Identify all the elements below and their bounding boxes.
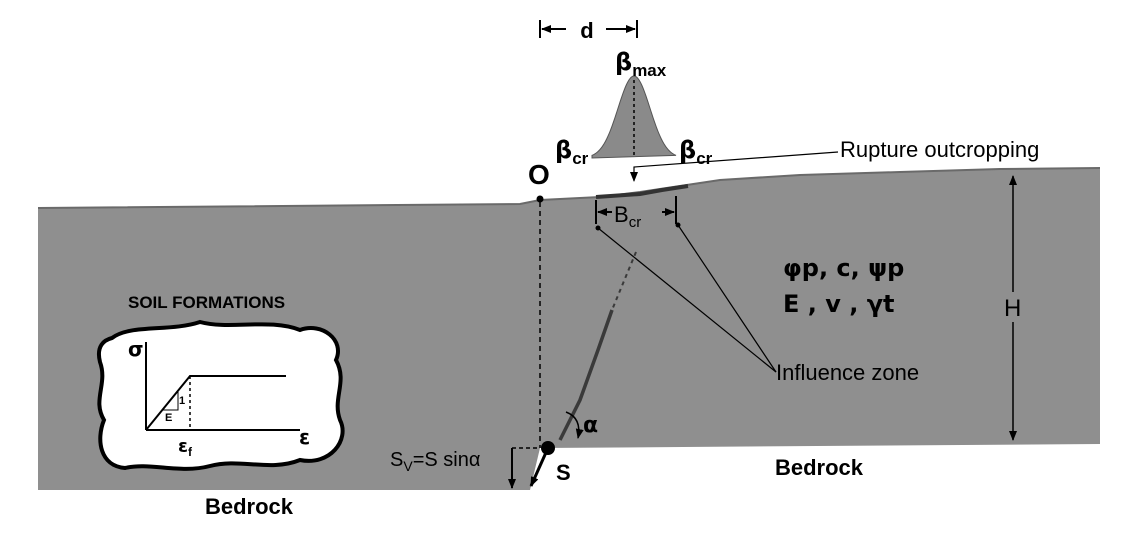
beta-max-label: βmax xyxy=(615,48,667,80)
sv-equation: SV=S sinα xyxy=(390,449,480,474)
fault-rupture-lower xyxy=(558,309,614,441)
bcr-label: Bcr xyxy=(614,202,641,231)
bedrock-label-right: Bedrock xyxy=(775,455,864,480)
inset-epsilon-label: ε xyxy=(299,425,310,449)
inset-slope-one: 1 xyxy=(179,395,185,407)
influence-point-left xyxy=(595,225,601,231)
inset-epsilon-f-label: εf xyxy=(178,436,193,459)
soil-params-row1: φp, c, ψp xyxy=(783,254,904,282)
soil-formations-cloud xyxy=(97,319,345,471)
inset-slope-E: E xyxy=(165,412,172,424)
rupture-outcropping-leader xyxy=(630,151,839,182)
rupture-outcropping-label: Rupture outcropping xyxy=(840,137,1039,162)
inset-sigma-label: σ xyxy=(128,337,144,361)
influence-leader-right xyxy=(677,224,777,373)
influence-zone-label: Influence zone xyxy=(776,360,919,385)
height-label: H xyxy=(1004,295,1021,322)
fault-tip-label: S xyxy=(556,460,571,485)
beta-cr-right-label: βcr xyxy=(679,136,713,168)
dip-angle-arc xyxy=(565,411,584,439)
d-label: d xyxy=(580,18,593,43)
slip-vector xyxy=(529,447,550,487)
origin-point xyxy=(536,195,544,203)
influence-point-right xyxy=(675,222,681,228)
bedrock-label-left: Bedrock xyxy=(205,494,294,519)
beta-cr-left-label: βcr xyxy=(555,136,589,168)
alpha-label: α xyxy=(583,413,598,438)
soil-formations-title: SOIL FORMATIONS xyxy=(128,293,285,312)
influence-leader-left xyxy=(597,227,777,373)
soil-params-row2: E , v , γt xyxy=(783,290,895,318)
inset-slope-triangle xyxy=(162,392,179,411)
height-label-bg xyxy=(1003,292,1025,322)
scarp-step xyxy=(595,184,689,199)
origin-label: O xyxy=(528,159,550,190)
fault-rupture-upper xyxy=(611,251,637,311)
